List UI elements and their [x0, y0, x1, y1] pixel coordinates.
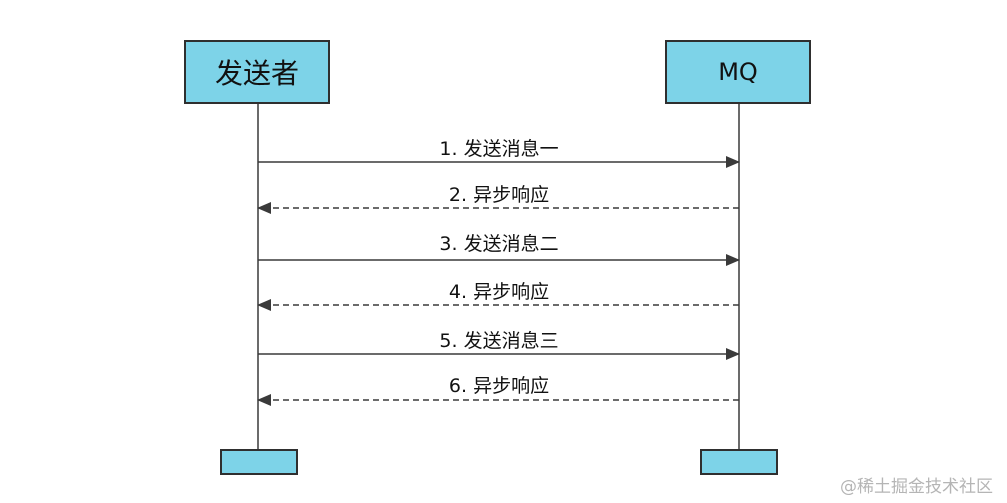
- sender-lifeline-end: [220, 449, 298, 475]
- sender-actor-box: 发送者: [184, 40, 330, 104]
- message-label-4: 4. 异步响应: [448, 281, 550, 303]
- sender-actor-label: 发送者: [214, 57, 299, 90]
- watermark: @稀土掘金技术社区: [840, 477, 993, 497]
- message-label-1: 1. 发送消息一: [439, 138, 559, 160]
- mq-lifeline-end: [700, 449, 778, 475]
- mq-actor-label: MQ: [718, 58, 758, 86]
- mq-actor-box: MQ: [665, 40, 811, 104]
- message-label-5: 5. 发送消息三: [439, 330, 559, 352]
- message-label-6: 6. 异步响应: [448, 375, 550, 397]
- message-label-3: 3. 发送消息二: [439, 233, 559, 255]
- message-label-2: 2. 异步响应: [448, 184, 550, 206]
